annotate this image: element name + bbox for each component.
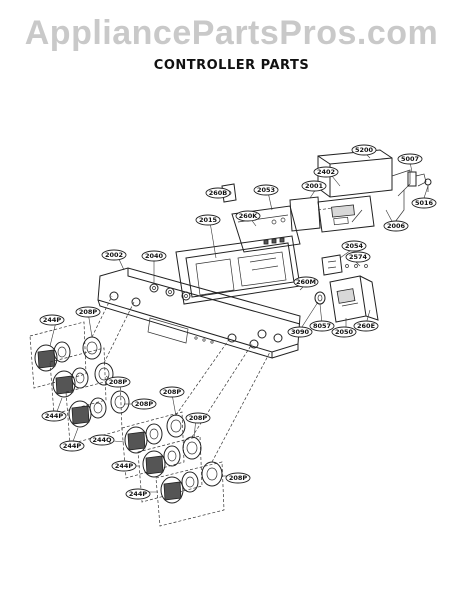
svg-text:260K: 260K [239,212,259,220]
svg-text:208P: 208P [189,414,208,422]
svg-text:208P: 208P [109,378,128,386]
callout-2050: 2050 [331,326,357,338]
callout-3090: 3090 [287,326,313,338]
svg-text:244Q: 244Q [92,436,112,444]
svg-text:244P: 244P [129,490,148,498]
callout-244Q: 244Q [89,434,115,446]
svg-text:2574: 2574 [349,253,368,261]
switch-assembly [329,275,379,323]
callout-2015: 2015 [195,214,221,226]
svg-text:2402: 2402 [317,168,335,176]
svg-text:2006: 2006 [387,222,406,230]
callout-260M: 260M [293,276,319,288]
small-clip [407,171,427,187]
callout-208P-3: 208P [131,398,157,410]
callout-2574: 2574 [345,251,371,263]
relay-board [289,196,333,232]
svg-text:208P: 208P [135,400,154,408]
callout-5007: 5007 [397,153,423,165]
control-panel [97,267,301,359]
knob-set-2 [49,347,114,415]
callout-208P-4: 208P [159,386,185,398]
control-board [317,195,375,233]
callout-5016: 5016 [411,197,437,209]
svg-text:5016: 5016 [415,199,434,207]
svg-text:208P: 208P [229,474,248,482]
svg-text:208P: 208P [79,308,98,316]
side-knob [314,291,326,305]
callout-208P-5: 208P [185,412,211,424]
callout-5200: 5200 [351,144,377,156]
svg-text:244P: 244P [115,462,134,470]
watermark: AppliancePartsPros.com [24,14,439,52]
callout-2006: 2006 [383,220,409,232]
knob-set-1 [29,321,102,389]
knob-set-4 [121,411,186,479]
callout-260B: 260B [205,187,231,199]
svg-text:2002: 2002 [105,251,123,259]
svg-text:2040: 2040 [145,252,164,260]
svg-text:260E: 260E [357,322,375,330]
svg-text:260M: 260M [296,278,316,286]
alignment-lines [91,295,271,463]
callout-260E: 260E [353,320,379,332]
svg-text:3090: 3090 [291,328,310,336]
knob-set-3 [65,377,130,445]
callout-2402: 2402 [313,166,339,178]
side-switch [321,254,343,276]
svg-text:8057: 8057 [313,322,331,330]
screw-row [345,264,368,268]
callout-2053: 2053 [253,184,279,196]
callout-2002: 2002 [101,249,127,261]
svg-text:208P: 208P [163,388,182,396]
knob-set-6 [155,461,225,527]
rear-bracket [317,149,411,223]
svg-text:260B: 260B [209,189,228,197]
svg-text:5200: 5200 [355,146,374,154]
svg-text:2054: 2054 [345,242,364,250]
svg-text:2050: 2050 [335,328,354,336]
svg-text:244P: 244P [63,442,82,450]
svg-text:244P: 244P [45,412,64,420]
callout-208P-2: 208P [105,376,131,388]
callout-2040: 2040 [141,250,167,262]
callout-244P-4: 244P [111,460,137,472]
svg-text:2053: 2053 [257,186,275,194]
svg-text:5007: 5007 [401,155,419,163]
callout-2001: 2001 [301,180,327,192]
callout-208P-1: 208P [75,306,101,318]
callout-244P-3: 244P [59,440,85,452]
callout-8057: 8057 [309,320,335,332]
callout-2054: 2054 [341,240,367,252]
svg-text:2001: 2001 [305,182,324,190]
callout-244P-5: 244P [125,488,151,500]
svg-text:244P: 244P [43,316,62,324]
callout-244P-1: 244P [39,314,65,326]
callout-244P-2: 244P [41,410,67,422]
callout-208P-6: 208P [225,472,251,484]
diagram-title: CONTROLLER PARTS [153,58,310,73]
svg-text:2015: 2015 [199,216,218,224]
callout-260K: 260K [235,210,261,222]
